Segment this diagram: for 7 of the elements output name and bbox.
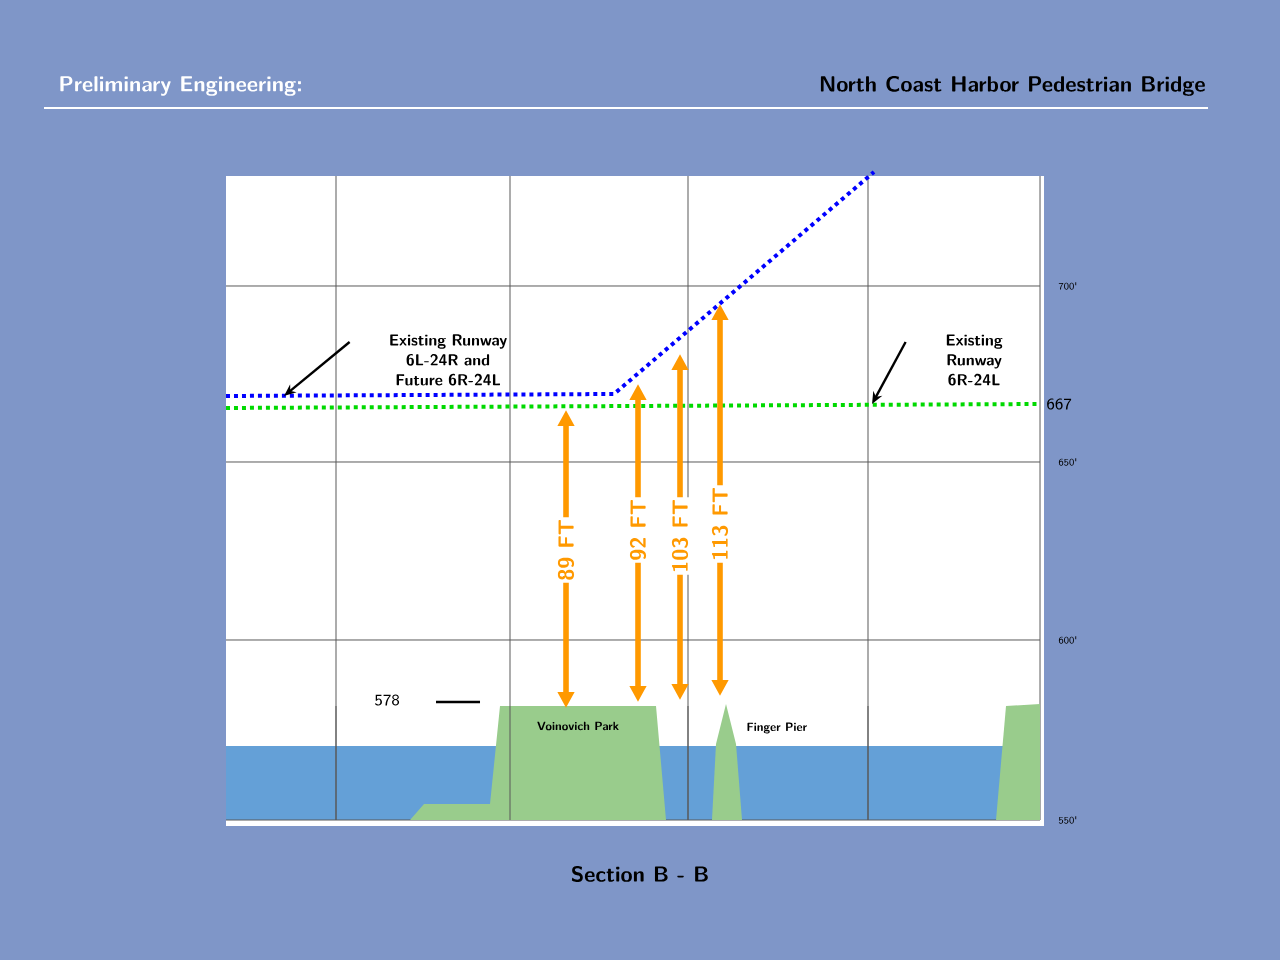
dimension-label: 89 FT [555,517,577,583]
dimension-label: 92 FT [627,497,649,563]
header-text: North Coast Harbor Pedestrian Bridge [820,76,1205,96]
dimension-label: 103 FT [669,497,691,575]
header-text: Preliminary Engineering: [60,76,301,96]
dimension-label: 113 FT [709,485,731,563]
caption: Section B - B [571,865,708,883]
